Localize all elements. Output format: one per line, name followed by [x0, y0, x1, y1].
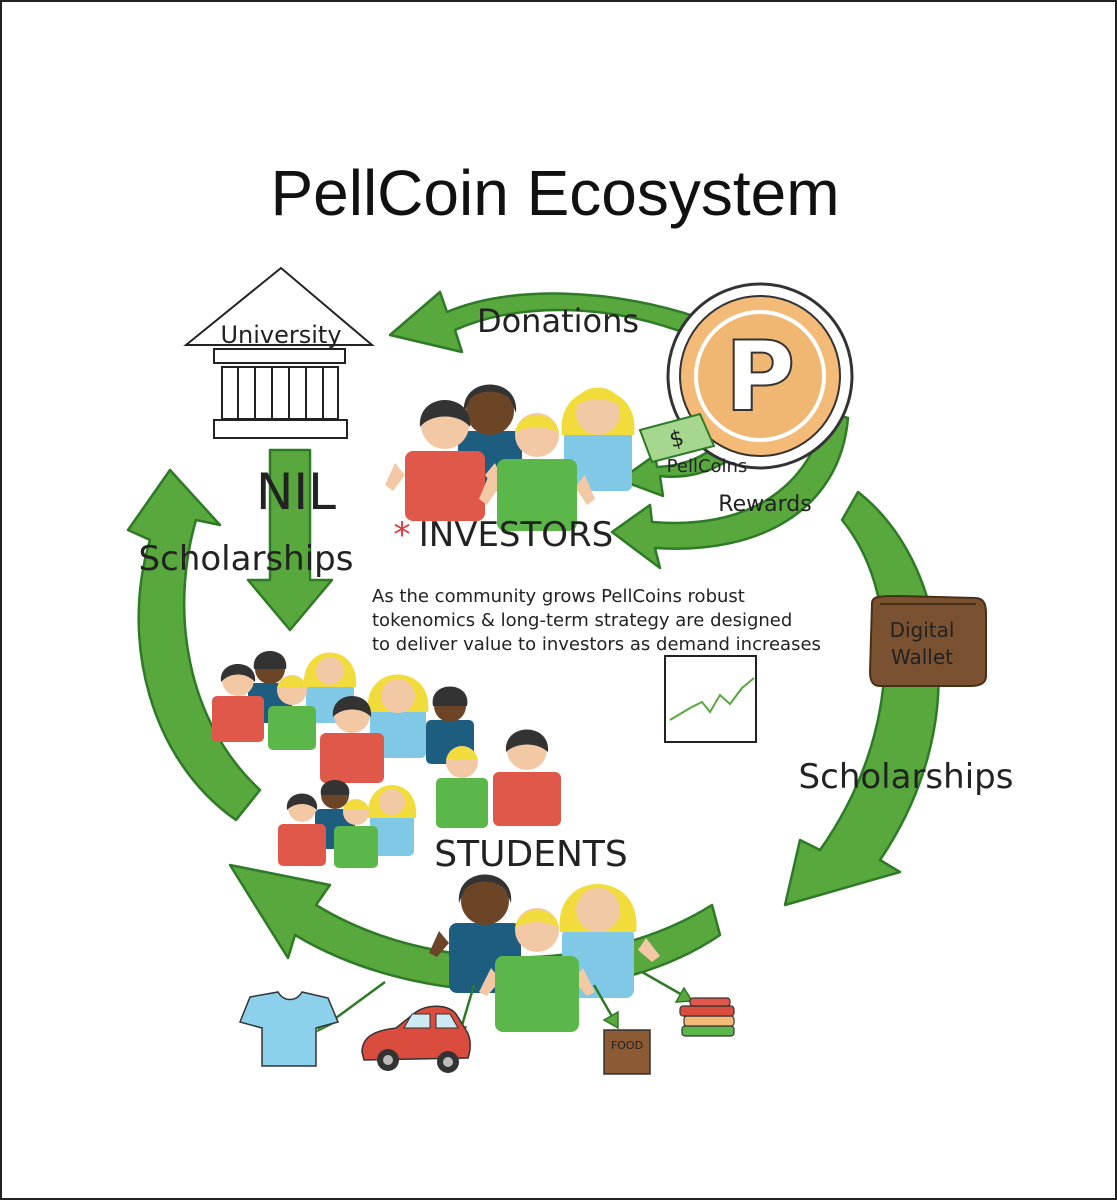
wallet-label-line-2: Wallet: [891, 645, 953, 669]
donations-arrow: [388, 290, 702, 354]
food-box-icon: [603, 1029, 651, 1075]
scholarships-left-label: Scholarships: [139, 539, 354, 579]
wallet-icon: [868, 594, 987, 687]
nil-label: NIL: [256, 463, 336, 521]
bitcoin-coin-icon: P: [666, 282, 854, 470]
dollar-bill-icon: $: [638, 412, 716, 464]
donations-label: Donations: [477, 302, 639, 340]
svg-text:$: $: [667, 426, 687, 454]
rewards-label: Rewards: [718, 492, 811, 517]
scholarships-right-label: Scholarships: [799, 757, 1014, 797]
investors-group: [385, 384, 635, 531]
nil-down-arrow: [246, 448, 334, 632]
description-line-1: As the community grows PellCoins robust: [372, 586, 745, 607]
tshirt-icon: [238, 991, 340, 1067]
university-building-icon: [183, 266, 375, 439]
food-label: FOOD: [611, 1039, 643, 1052]
growth-chart-icon: [664, 655, 757, 743]
right-loop-arrow: [783, 490, 940, 907]
students-label: STUDENTS: [434, 834, 627, 875]
wallet-label-line-1: Digital: [890, 618, 955, 642]
rewards-arrow: [610, 410, 850, 570]
books-icon: [679, 997, 735, 1037]
pellcoins-label: PellCoins: [667, 456, 748, 477]
investors-label: INVESTORS: [419, 515, 614, 555]
car-icon: [361, 1005, 471, 1073]
description-line-3: to deliver value to investors as demand …: [372, 634, 821, 655]
page-title: PellCoin Ecosystem: [270, 157, 839, 229]
left-loop-arrow: [126, 468, 262, 822]
university-label: University: [220, 321, 341, 349]
investors-marker: *: [394, 515, 411, 555]
students-group: [212, 651, 561, 868]
bottom-student-group: [429, 874, 660, 1032]
description-line-2: tokenomics & long-term strategy are desi…: [372, 610, 792, 631]
coin-symbol: P: [725, 321, 795, 433]
